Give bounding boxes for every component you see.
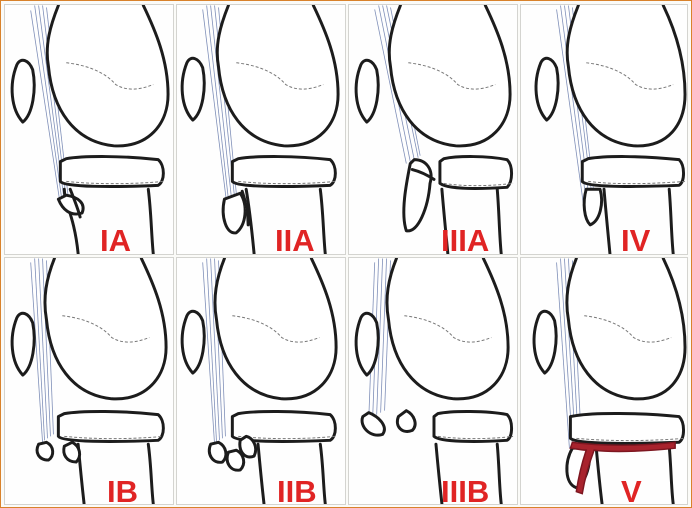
classification-label-iv: IV	[621, 225, 650, 255]
panel-ib: IB	[4, 257, 174, 505]
femur	[45, 258, 166, 398]
tubercle-fragment-proximal	[397, 411, 415, 432]
femur	[387, 258, 508, 398]
tubercle-fragment-distal	[209, 442, 226, 462]
tubercle-fragment-proximal	[240, 436, 256, 457]
knee-diagram-ia	[5, 5, 173, 254]
knee-diagram-iiia	[349, 5, 517, 254]
panel-v: V	[520, 257, 688, 505]
panel-iib: IIB	[176, 257, 346, 505]
knee-diagram-ib	[5, 258, 173, 504]
classification-label-ib: IB	[107, 476, 138, 505]
avulsed-fragment	[584, 189, 601, 225]
tubercle-fragment-distal	[362, 413, 384, 436]
patella	[12, 60, 34, 122]
tibial-plateau	[60, 157, 163, 187]
panel-iiib: IIIB	[348, 257, 518, 505]
panel-iiia: IIIA	[348, 4, 518, 255]
patella	[536, 58, 558, 120]
knee-diagram-iv	[521, 5, 687, 254]
femur	[47, 5, 168, 145]
classification-label-iiib: IIIB	[441, 476, 489, 505]
femur	[567, 258, 685, 398]
tibial-plateau	[440, 157, 512, 189]
classification-label-iib: IIB	[277, 476, 317, 505]
knee-diagram-iib	[177, 258, 345, 504]
classification-label-iia: IIA	[275, 225, 315, 255]
panel-iv: IV	[520, 4, 688, 255]
knee-diagram-iiib	[349, 258, 517, 504]
tubercle-fragment-proximal	[64, 442, 80, 462]
femur	[215, 258, 336, 398]
tibial-plateau	[232, 157, 335, 187]
tubercle-fragment-distal	[37, 442, 53, 460]
knee-diagram-iia	[177, 5, 345, 254]
knee-diagram-v	[521, 258, 687, 504]
patella	[356, 313, 378, 375]
classification-label-iiia: IIIA	[441, 225, 489, 255]
panel-iia: IIA	[176, 4, 346, 255]
patella	[12, 313, 34, 375]
panel-ia: IA	[4, 4, 174, 255]
classification-label-ia: IA	[100, 225, 131, 255]
classification-label-v: V	[621, 476, 642, 505]
patella	[534, 311, 556, 373]
femur	[217, 5, 338, 145]
patella	[182, 311, 204, 373]
patella	[356, 60, 378, 122]
patella	[182, 58, 204, 120]
tubercle-fragment	[223, 193, 245, 233]
tibial-plateau	[58, 411, 163, 441]
